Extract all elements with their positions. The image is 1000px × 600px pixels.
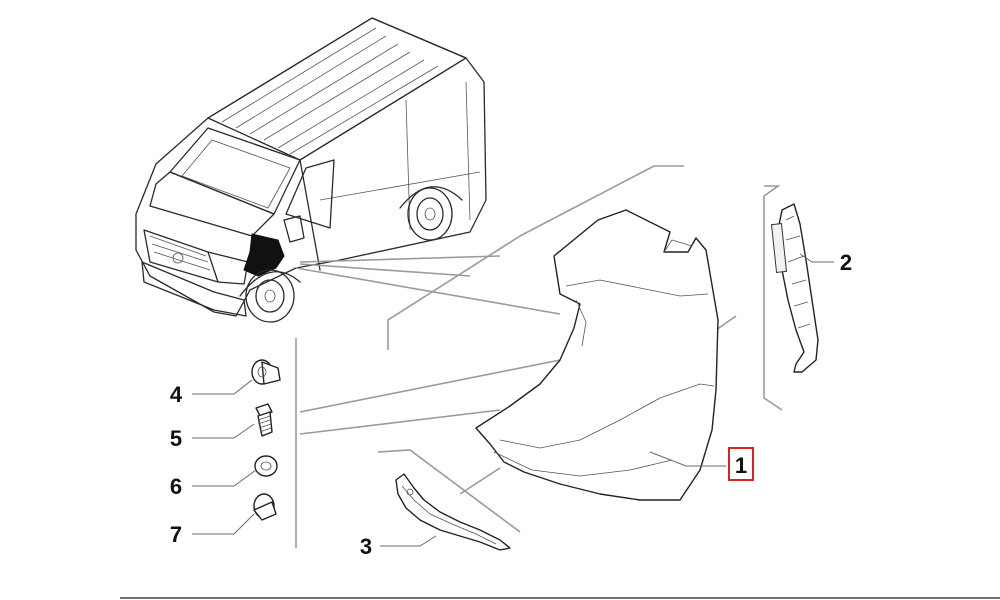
van-illustration bbox=[135, 17, 487, 323]
callout-7[interactable]: 7 bbox=[170, 522, 182, 547]
fastener-7-rivet bbox=[253, 493, 277, 521]
callout-5[interactable]: 5 bbox=[170, 426, 182, 451]
part-2-bracket bbox=[770, 203, 819, 373]
callout-2[interactable]: 2 bbox=[840, 250, 852, 275]
fastener-4-clip bbox=[251, 359, 281, 385]
callout-6[interactable]: 6 bbox=[170, 474, 182, 499]
fastener-6-washer bbox=[254, 455, 278, 477]
callout-4[interactable]: 4 bbox=[170, 382, 183, 407]
part-3-lower-bracket bbox=[395, 473, 511, 551]
callout-1-highlight-box bbox=[728, 447, 754, 481]
callout-1[interactable]: 1 bbox=[735, 453, 747, 478]
callout-3[interactable]: 3 bbox=[360, 534, 372, 559]
leader-lines bbox=[192, 253, 834, 547]
callout-labels: 1 2 3 4 5 6 7 bbox=[170, 250, 852, 559]
fastener-5-screw bbox=[255, 403, 273, 437]
projection-lines bbox=[295, 165, 783, 548]
part-1-front-fender bbox=[475, 209, 719, 501]
